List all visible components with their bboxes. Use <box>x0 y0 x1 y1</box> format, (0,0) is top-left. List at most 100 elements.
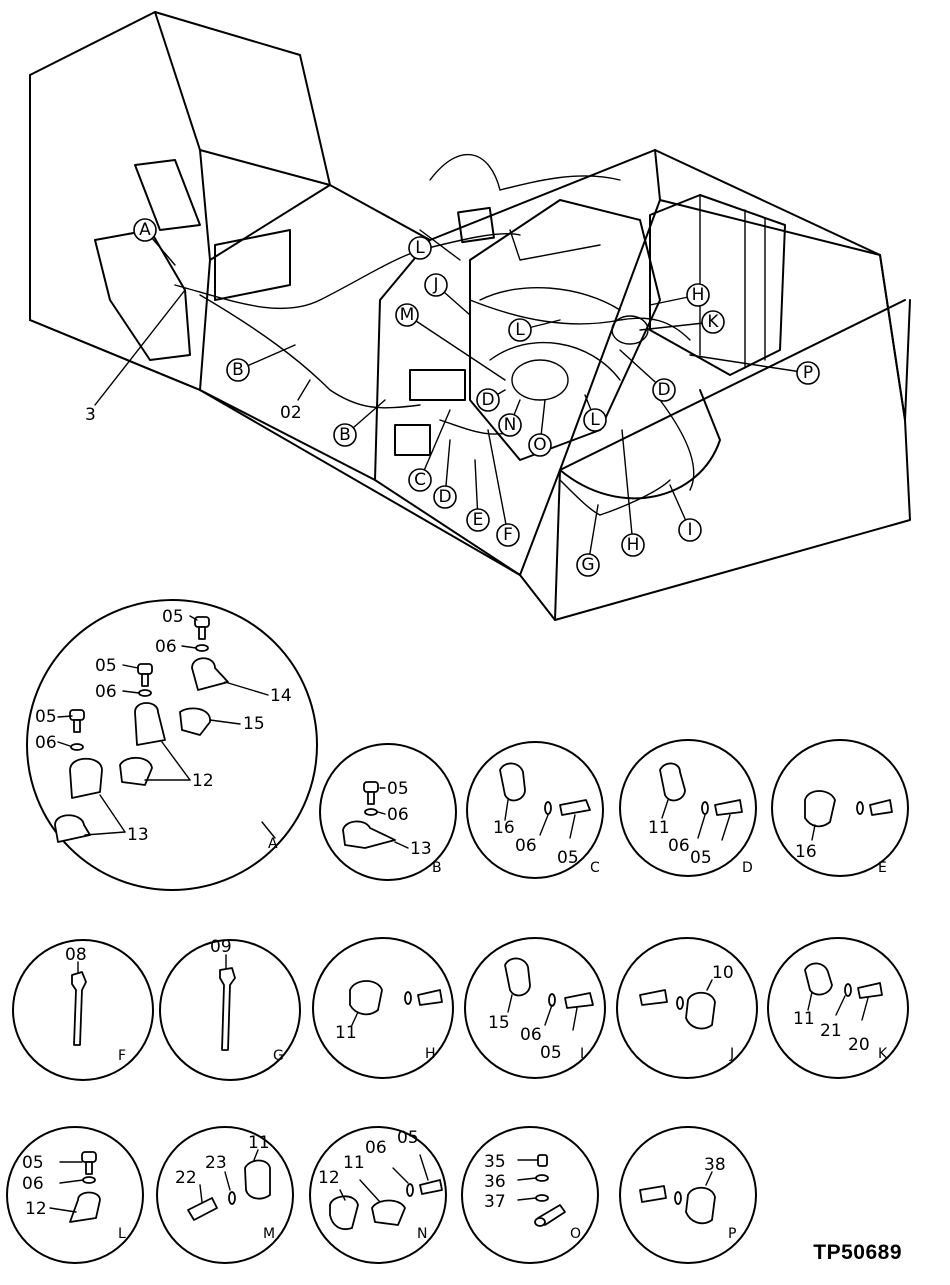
callout-text: K <box>707 312 719 332</box>
callout-text: F <box>503 525 513 545</box>
part-label: 06 <box>520 1025 542 1045</box>
detail-H: 11 H <box>312 937 454 1079</box>
callout-K: K <box>701 310 725 334</box>
part-label-02: 02 <box>280 403 302 423</box>
part-label: 37 <box>484 1192 506 1212</box>
machine-outline <box>29 11 911 621</box>
part-label: 05 <box>162 607 184 627</box>
figure-code: TP50689 <box>813 1241 902 1264</box>
callout-text: M <box>400 305 415 325</box>
detail-letter: F <box>118 1048 126 1064</box>
detail-B: 05 06 13 B <box>319 743 457 881</box>
detail-letter: L <box>118 1226 126 1242</box>
part-label: 06 <box>155 637 177 657</box>
detail-letter: K <box>878 1046 888 1062</box>
detail-letter: N <box>417 1226 427 1242</box>
callout-text: L <box>590 410 600 430</box>
callout-G: G <box>576 553 600 577</box>
part-label: 36 <box>484 1172 506 1192</box>
part-label: 35 <box>484 1152 506 1172</box>
callout-text: B <box>232 360 244 380</box>
part-label: 12 <box>25 1199 47 1219</box>
part-label: 05 <box>690 848 712 868</box>
part-label: 13 <box>127 825 149 845</box>
detail-E: 16 E <box>771 739 909 877</box>
callout-E: E <box>466 508 490 532</box>
callout-F: F <box>496 523 520 547</box>
part-label: 05 <box>35 707 57 727</box>
part-label: 06 <box>22 1174 44 1194</box>
detail-K: 11 21 20 K <box>767 937 909 1079</box>
part-label: 10 <box>712 963 734 983</box>
callout-L-2: L <box>508 318 532 342</box>
part-label: 11 <box>648 818 670 838</box>
callout-P: P <box>796 361 820 385</box>
callout-text: C <box>414 470 426 490</box>
callout-L-3: L <box>583 408 607 432</box>
part-label: 05 <box>557 848 579 868</box>
callout-H-2: H <box>621 533 645 557</box>
callout-O: O <box>528 433 552 457</box>
part-label: 05 <box>22 1153 44 1173</box>
callout-H-1: H <box>686 283 710 307</box>
callout-J: J <box>424 273 448 297</box>
leader-lines <box>94 229 809 566</box>
part-label: 11 <box>248 1133 270 1153</box>
detail-letter: D <box>742 860 753 876</box>
callout-text: D <box>481 390 494 410</box>
callout-B-upper: B <box>226 358 250 382</box>
callout-text: P <box>803 363 813 383</box>
part-label: 05 <box>387 779 409 799</box>
callouts: A B B C D D D E F G H H I J K L L L M N … <box>85 218 820 577</box>
detail-A: 05 06 05 06 05 06 14 15 12 13 A <box>26 599 318 891</box>
callout-text: N <box>504 415 517 435</box>
detail-letter: G <box>273 1048 284 1064</box>
callout-I: I <box>678 518 702 542</box>
detail-P: 38 P <box>619 1126 757 1264</box>
detail-J: 10 J <box>616 937 758 1079</box>
part-label: 06 <box>35 733 57 753</box>
part-label: 06 <box>387 805 409 825</box>
callout-text: B <box>339 425 351 445</box>
part-label: 12 <box>318 1168 340 1188</box>
callout-text: D <box>657 380 670 400</box>
part-label: 06 <box>365 1138 387 1158</box>
callout-L-1: L <box>408 236 432 260</box>
detail-letter: O <box>570 1226 581 1242</box>
part-label: 21 <box>820 1021 842 1041</box>
detail-letter: P <box>728 1226 736 1242</box>
callout-text: D <box>438 487 451 507</box>
callout-text: O <box>533 435 546 455</box>
part-label: 15 <box>488 1013 510 1033</box>
callout-B-lower: B <box>333 423 357 447</box>
detail-G: 09 G <box>159 937 301 1081</box>
detail-D: 11 06 05 D <box>619 739 757 877</box>
part-label: 05 <box>540 1043 562 1063</box>
part-label: 20 <box>848 1035 870 1055</box>
part-label: 15 <box>243 714 265 734</box>
callout-N: N <box>498 413 522 437</box>
detail-I: 15 06 05 I <box>464 937 606 1079</box>
callout-text: I <box>687 520 692 540</box>
callout-text: H <box>627 535 640 555</box>
part-label: 06 <box>95 682 117 702</box>
detail-letter: M <box>263 1226 275 1242</box>
part-label: 16 <box>493 818 515 838</box>
callout-text: L <box>415 238 425 258</box>
callout-D-3: D <box>652 378 676 402</box>
detail-letter: B <box>432 860 442 876</box>
part-label: 05 <box>95 656 117 676</box>
callout-text: H <box>692 285 705 305</box>
part-label: 08 <box>65 945 87 965</box>
part-label: 06 <box>515 836 537 856</box>
part-label: 22 <box>175 1168 197 1188</box>
part-label: 09 <box>210 937 232 957</box>
callout-D-1: D <box>433 485 457 509</box>
part-label: 11 <box>793 1009 815 1029</box>
detail-letter: J <box>729 1046 734 1062</box>
detail-F: 08 F <box>12 939 154 1081</box>
detail-L: 05 06 12 L <box>6 1126 144 1264</box>
callout-text: J <box>432 275 438 295</box>
detail-letter: I <box>580 1046 584 1062</box>
